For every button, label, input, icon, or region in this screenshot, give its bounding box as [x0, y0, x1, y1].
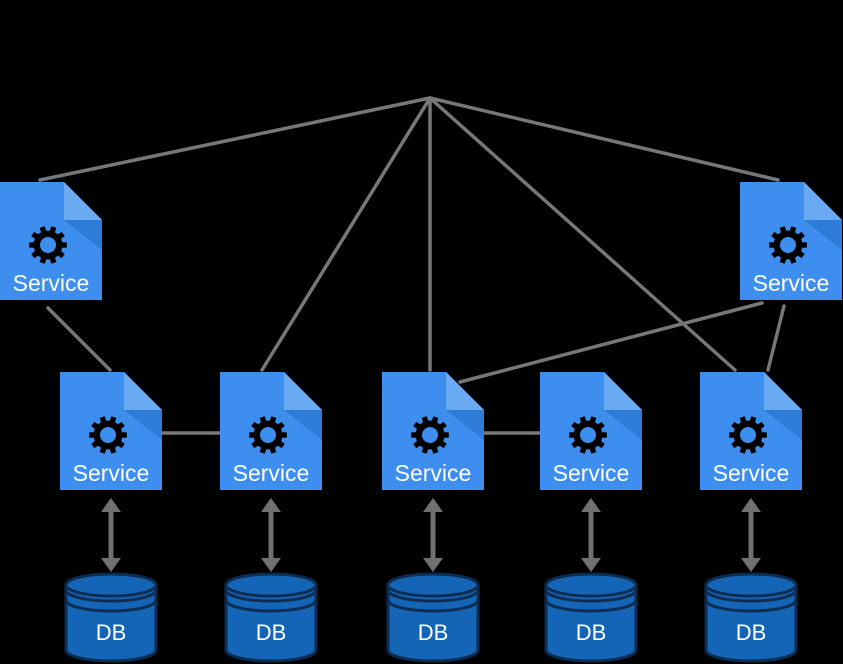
database-label: DB — [418, 620, 449, 645]
document-fold — [764, 372, 802, 410]
gear-icon — [769, 226, 807, 264]
document-fold — [124, 372, 162, 410]
document-fold — [604, 372, 642, 410]
service-node[interactable]: Service — [382, 372, 484, 490]
document-fold-shadow — [284, 410, 322, 440]
service-node[interactable]: Service — [220, 372, 322, 490]
document-fold — [284, 372, 322, 410]
gear-icon — [411, 416, 449, 454]
service-label: Service — [233, 460, 310, 486]
service-label: Service — [553, 460, 630, 486]
service-node[interactable]: Service — [740, 182, 842, 300]
connections-layer — [38, 96, 786, 435]
service-label: Service — [753, 270, 830, 296]
database-label: DB — [96, 620, 127, 645]
bidirectional-arrow — [581, 498, 601, 572]
document-fold — [804, 182, 842, 220]
db-arrows-layer — [101, 498, 761, 572]
database-node[interactable]: DB — [704, 572, 798, 663]
database-label: DB — [736, 620, 767, 645]
document-fold — [64, 182, 102, 220]
database-icon — [544, 572, 638, 663]
service-label: Service — [395, 460, 472, 486]
database-icon — [386, 572, 480, 663]
database-label: DB — [576, 620, 607, 645]
bidirectional-arrow — [423, 498, 443, 572]
document-fold-shadow — [446, 410, 484, 440]
gear-icon — [249, 416, 287, 454]
document-fold-shadow — [764, 410, 802, 440]
service-label: Service — [13, 270, 90, 296]
database-icon — [64, 572, 158, 663]
connector-svc-top-left-to-svc-1 — [46, 306, 112, 372]
document-fold — [446, 372, 484, 410]
connector-hub-to-svc-2 — [260, 96, 432, 372]
connector-hub-to-svc-5 — [428, 96, 737, 372]
service-node[interactable]: Service — [60, 372, 162, 490]
database-node[interactable]: DB — [544, 572, 638, 663]
bidirectional-arrow — [261, 498, 281, 572]
bidirectional-arrow — [101, 498, 121, 572]
document-fold-shadow — [124, 410, 162, 440]
service-label: Service — [713, 460, 790, 486]
service-label: Service — [73, 460, 150, 486]
database-label: DB — [256, 620, 287, 645]
connector-svc-top-right-to-svc-3 — [458, 301, 764, 384]
databases-layer: DB DB DB DB DB — [64, 572, 798, 663]
database-node[interactable]: DB — [64, 572, 158, 663]
service-node[interactable]: Service — [0, 182, 102, 300]
gear-icon — [729, 416, 767, 454]
gear-icon — [89, 416, 127, 454]
connector-hub-to-svc-top-left — [38, 96, 432, 182]
connector-svc-top-right-to-svc-5 — [766, 304, 786, 372]
database-node[interactable]: DB — [386, 572, 480, 663]
service-node[interactable]: Service — [540, 372, 642, 490]
connector-hub-to-svc-top-right — [428, 96, 780, 182]
database-icon — [224, 572, 318, 663]
database-node[interactable]: DB — [224, 572, 318, 663]
document-fold-shadow — [64, 220, 102, 250]
gear-icon — [29, 226, 67, 264]
document-fold-shadow — [604, 410, 642, 440]
service-node[interactable]: Service — [700, 372, 802, 490]
gear-icon — [569, 416, 607, 454]
database-icon — [704, 572, 798, 663]
bidirectional-arrow — [741, 498, 761, 572]
document-fold-shadow — [804, 220, 842, 250]
